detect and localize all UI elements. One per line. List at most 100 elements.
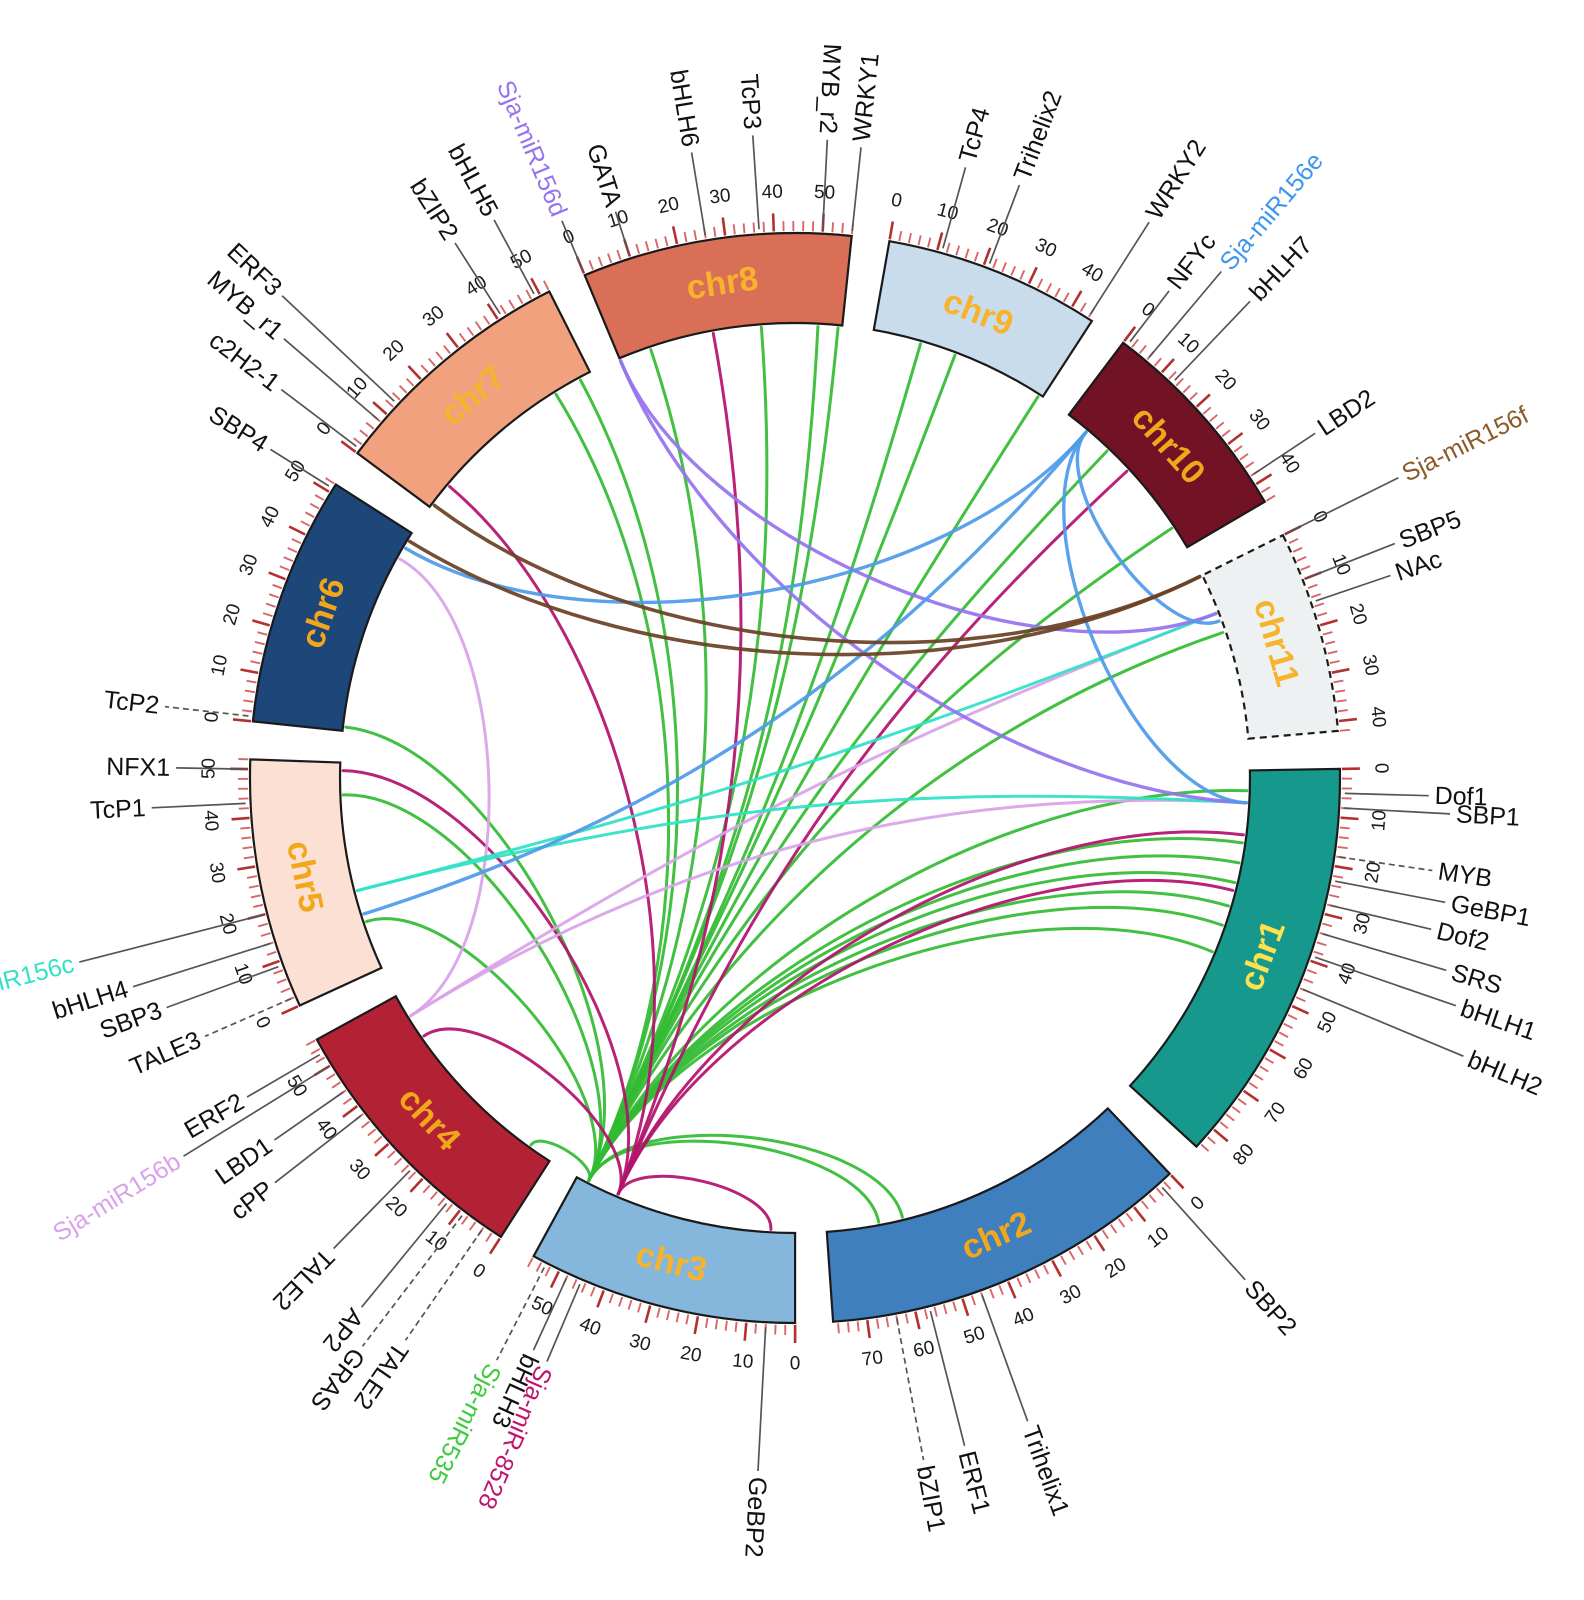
- tick-chr10-26: [1215, 421, 1225, 430]
- tick-chr3-44: [580, 1282, 587, 1293]
- tick-label-chr4-10: 10: [421, 1226, 451, 1256]
- tick-chr8-24: [693, 230, 698, 241]
- tick-chr9-16: [964, 248, 970, 259]
- tick-chr6-14: [252, 650, 263, 655]
- tick-chr9-28: [1019, 270, 1026, 280]
- tick-chr7-16: [398, 385, 408, 394]
- tick-chr9-34: [1045, 282, 1053, 293]
- link-sja-mir535: [579, 378, 679, 1182]
- tick-chr5-18: [257, 922, 269, 928]
- tick-chr7-38: [483, 315, 491, 325]
- tick-chr8-32: [732, 224, 736, 235]
- tick-chr6-24: [265, 602, 276, 608]
- leader-bHLH1: [1314, 956, 1457, 1007]
- chromosome-band-chr4: [315, 994, 552, 1239]
- gene-label-Trihelix2: Trihelix2: [1008, 87, 1067, 184]
- tick-chr6-20: [252, 619, 271, 627]
- tick-chr4-56: [305, 1039, 316, 1047]
- tick-chr6-38: [291, 538, 302, 545]
- gene-label-ERF2: ERF2: [180, 1088, 249, 1144]
- tick-chr7-42: [499, 304, 507, 315]
- tick-chr8-54: [841, 223, 844, 234]
- tick-chr2-72: [856, 1321, 860, 1332]
- tick-chr1-50: [1291, 1004, 1310, 1015]
- tick-chr11-34: [1335, 689, 1346, 693]
- tick-chr11-18: [1317, 611, 1328, 617]
- tick-label-chr2-30: 30: [1057, 1281, 1086, 1309]
- gene-label-GeBP2: GeBP2: [739, 1476, 771, 1558]
- leader-MYB_r1: [283, 338, 379, 421]
- tick-label-chr5-0: 0: [251, 1013, 274, 1031]
- gene-label-TcP1: TcP1: [90, 794, 147, 825]
- tick-chr2-44: [989, 1288, 995, 1299]
- gene-label-NFYc: NFYc: [1161, 228, 1221, 295]
- tick-chr1-20: [1334, 864, 1353, 871]
- leader-TcP1: [151, 802, 246, 809]
- tick-chr7-44: [508, 299, 516, 310]
- tick-chr6-22: [262, 612, 273, 618]
- tick-chr3-38: [608, 1293, 614, 1304]
- gene-label-Sja-miR156d: Sja-miR156d: [491, 77, 573, 221]
- tick-chr7-18: [406, 378, 415, 387]
- tick-chr7-34: [466, 326, 475, 337]
- link-sja-mir156f: [432, 503, 1202, 645]
- tick-chr11-38: [1337, 709, 1348, 713]
- tick-label-chr4-40: 40: [311, 1115, 340, 1145]
- leader-SBP5: [1306, 542, 1396, 579]
- gene-label-GATA: GATA: [581, 140, 627, 210]
- leader-TcP2: [164, 705, 249, 717]
- tick-chr9-8: [927, 237, 932, 248]
- tick-chr1-36: [1316, 941, 1327, 947]
- leader-NFYc: [1129, 290, 1170, 343]
- tick-chr3-14: [724, 1320, 728, 1331]
- tick-chr3-28: [656, 1307, 661, 1318]
- gene-label-NFX1: NFX1: [106, 753, 170, 782]
- leader-bHLH5: [493, 219, 535, 295]
- tick-chr10-40: [1255, 473, 1273, 486]
- tick-chr7-14: [391, 392, 401, 401]
- tick-chr4-16: [429, 1191, 438, 1200]
- tick-label-chr1-10: 10: [1368, 809, 1390, 832]
- link-sja-mir156b: [398, 557, 491, 1018]
- tick-label-chr10-10: 10: [1173, 329, 1203, 359]
- link-sja-mir535: [587, 325, 769, 1182]
- tick-chr11-36: [1336, 699, 1347, 703]
- tick-chr6-52: [325, 477, 335, 485]
- tick-chr5-6: [276, 978, 287, 984]
- leader-GeBP1: [1335, 880, 1446, 904]
- tick-chr2-26: [1068, 1250, 1076, 1261]
- tick-chr10-4: [1138, 344, 1147, 354]
- tick-chr1-12: [1339, 826, 1350, 830]
- tick-chr10-8: [1153, 357, 1162, 367]
- tick-label-chr7-30: 30: [419, 302, 449, 332]
- tick-chr6-42: [300, 520, 311, 527]
- tick-chr2-76: [837, 1323, 840, 1334]
- gene-label-SBP1: SBP1: [1455, 800, 1520, 831]
- tick-label-chr2-40: 40: [1010, 1304, 1038, 1332]
- tick-chr2-28: [1060, 1255, 1067, 1266]
- tick-chr3-52: [544, 1266, 551, 1277]
- tick-chr10-42: [1261, 486, 1271, 494]
- link-sja-mir156e: [362, 430, 1088, 916]
- tick-chr1-22: [1333, 874, 1344, 879]
- tick-chr10-20: [1195, 393, 1211, 408]
- tick-chr9-6: [917, 235, 922, 246]
- tick-chr4-36: [361, 1120, 370, 1129]
- leader-bHLH2: [1302, 988, 1464, 1057]
- tick-chr1-40: [1310, 959, 1328, 969]
- tick-chr7-46: [516, 294, 524, 305]
- tick-chr1-62: [1264, 1057, 1274, 1064]
- tick-chr5-26: [248, 884, 259, 889]
- chromosome-band-chr11: [1200, 533, 1340, 740]
- tick-chr7-0: [340, 440, 357, 454]
- tick-chr6-26: [268, 593, 279, 599]
- gene-label-AP2: AP2: [317, 1303, 369, 1357]
- tick-chr10-32: [1233, 445, 1243, 453]
- tick-chr4-52: [315, 1056, 326, 1064]
- leader-Sja-miR156e: [1148, 270, 1222, 358]
- tick-chr5-34: [242, 846, 253, 850]
- tick-chr5-24: [250, 894, 261, 899]
- tick-chr6-46: [309, 502, 320, 510]
- tick-chr3-42: [590, 1286, 596, 1297]
- tick-chr4-14: [437, 1197, 446, 1207]
